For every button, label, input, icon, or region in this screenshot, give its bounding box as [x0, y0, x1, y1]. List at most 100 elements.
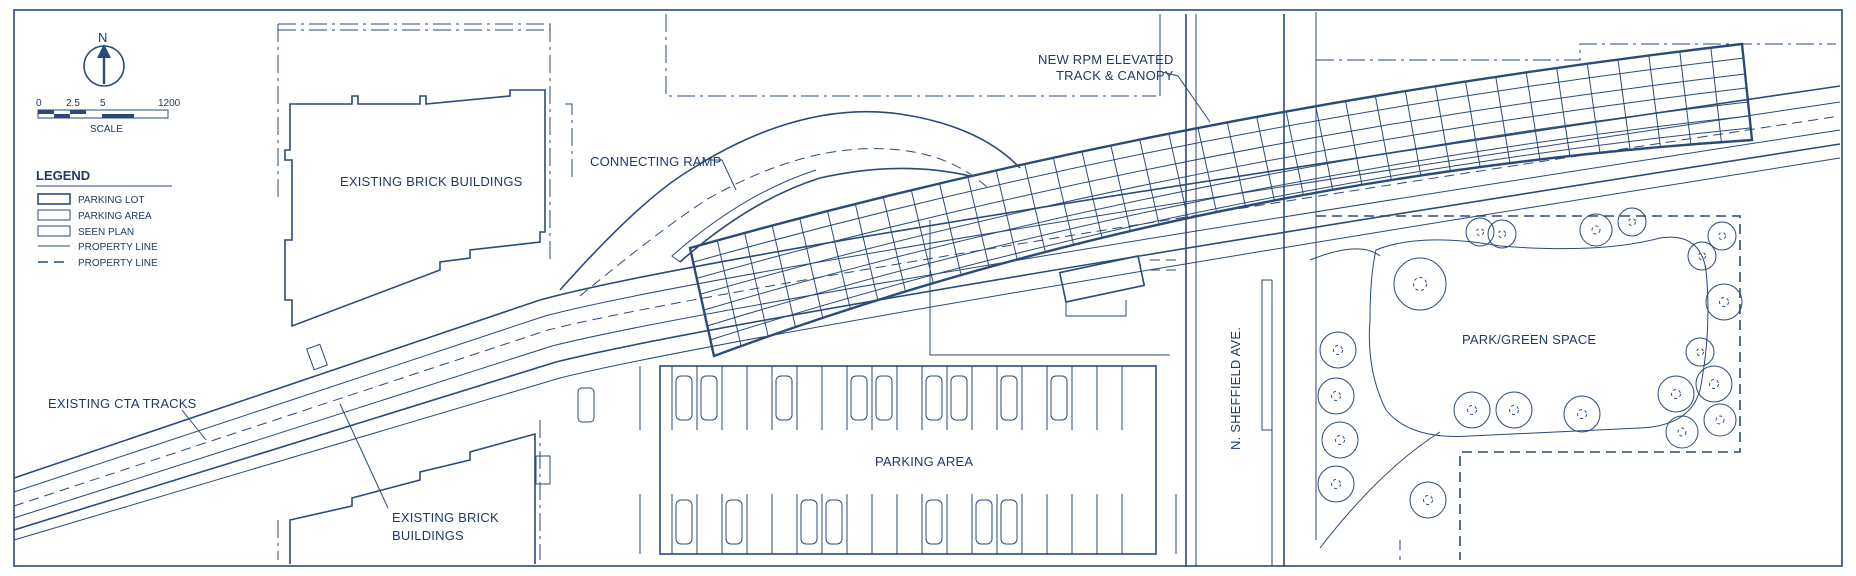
legend-item-label: PROPERTY LINE	[78, 242, 158, 253]
canopy-rib	[1525, 72, 1541, 160]
tree	[1579, 213, 1613, 247]
tree	[1685, 337, 1715, 367]
tree-canopy	[1677, 427, 1687, 437]
label-existing-cta-tracks: EXISTING CTA TRACKS	[48, 396, 197, 411]
tree-canopy	[1335, 435, 1345, 445]
station-structure	[1058, 255, 1146, 303]
canopy-rib	[995, 170, 1018, 260]
canopy-rib	[882, 196, 906, 292]
tree	[1687, 241, 1717, 271]
canopy-rib	[1256, 116, 1275, 201]
canopy-rib	[1648, 55, 1661, 148]
canopy-rib	[1315, 106, 1334, 190]
drawing-border	[13, 9, 1843, 567]
north-arrow: N	[83, 30, 125, 87]
park-trees	[1317, 207, 1743, 519]
parking-stalls	[671, 366, 1123, 554]
tree	[1465, 217, 1495, 247]
tree	[1487, 219, 1517, 249]
tree	[1617, 207, 1647, 237]
tree-canopy	[1709, 379, 1719, 389]
north-letter: N	[98, 30, 108, 45]
scale-caption: SCALE	[90, 124, 123, 135]
canopy-rib	[1139, 139, 1160, 225]
tree-canopy	[1423, 495, 1433, 505]
canopy-ribs	[716, 47, 1722, 347]
legend-item-label: PARKING LOT	[78, 195, 145, 206]
canopy-rib	[1617, 59, 1631, 150]
car	[675, 499, 693, 545]
legend-item-label: PROPERTY LINE	[78, 258, 158, 269]
new-rpm-elevated-canopy: NEW RPM ELEVATED TRACK & CANOPY	[688, 42, 1754, 358]
canopy-rib	[771, 225, 796, 328]
tree-canopy	[1628, 218, 1636, 226]
existing-brick-buildings-bottom: EXISTING BRICK BUILDINGS	[289, 403, 551, 564]
tree-canopy	[1718, 232, 1726, 240]
canopy-rib	[1679, 51, 1692, 145]
canopy-rib	[1586, 63, 1601, 153]
tree-canopy	[1698, 252, 1706, 260]
scale-tick-3: 1200	[158, 98, 181, 109]
label-park: PARK/GREEN SPACE	[1462, 332, 1596, 347]
tree-canopy	[1715, 415, 1725, 425]
scale-tick-1: 2.5	[66, 98, 80, 109]
tree	[1317, 377, 1355, 415]
tree-canopy	[1719, 297, 1729, 307]
tree	[1665, 415, 1699, 449]
canopy-rib	[1197, 127, 1217, 213]
canopy-rib	[1465, 81, 1481, 168]
tree	[1695, 365, 1733, 403]
tree	[1703, 403, 1737, 437]
sheffield-avenue: N. SHEFFIELD AVE.	[1185, 14, 1285, 566]
canopy-rib	[854, 203, 879, 301]
tree	[1409, 481, 1447, 519]
label-existing-brick-line2: BUILDINGS	[392, 528, 464, 543]
canopy-rib	[1710, 47, 1722, 143]
tree	[1657, 375, 1695, 413]
canopy-rib	[1404, 90, 1422, 176]
canopy-rib	[1081, 151, 1103, 238]
car	[700, 375, 718, 421]
parking-area: PARKING AREA	[577, 365, 1177, 555]
car	[850, 375, 868, 421]
canopy-rib	[1345, 100, 1363, 185]
canopy-rib	[1052, 157, 1075, 245]
legend-item-label: PARKING AREA	[78, 211, 152, 222]
tree-canopy	[1498, 230, 1506, 238]
car	[925, 499, 943, 545]
label-existing-brick-buildings-top: EXISTING BRICK BUILDINGS	[340, 174, 523, 189]
car	[1000, 375, 1018, 421]
scale-tick-0: 0	[36, 98, 42, 109]
car	[875, 375, 893, 421]
label-parking-area: PARKING AREA	[875, 454, 973, 469]
existing-brick-buildings-top: EXISTING BRICK BUILDINGS	[284, 89, 546, 328]
legend-item-label: SEEN PLAN	[78, 227, 134, 238]
tree	[1563, 395, 1601, 433]
tree-canopy	[1696, 348, 1704, 356]
scale-bar: 0 2.5 5 1200 SCALE	[36, 98, 181, 135]
scale-tick-2: 5	[100, 98, 106, 109]
canopy-rib	[1495, 76, 1511, 164]
label-connecting-ramp: CONNECTING RAMP	[590, 154, 722, 169]
canopy-rib	[1226, 122, 1246, 207]
tree-canopy	[1509, 405, 1519, 415]
canopy-rib	[1374, 95, 1392, 181]
tree-canopy	[1467, 405, 1477, 415]
canopy-rib	[744, 232, 769, 337]
canopy-rib	[799, 218, 824, 318]
label-new-rpm-line1: NEW RPM ELEVATED	[1038, 52, 1174, 67]
canopy-rib	[1285, 111, 1304, 196]
tree	[1321, 421, 1359, 459]
canopy-rib	[1168, 133, 1189, 219]
tree-canopy	[1413, 277, 1427, 291]
car	[675, 375, 693, 421]
tree	[1453, 391, 1491, 429]
legend: LEGEND PARKING LOT PARKING AREA SEEN PLA…	[36, 168, 172, 269]
canopy-rib	[1556, 67, 1571, 157]
canopy-rib	[716, 240, 742, 347]
canopy-rib	[910, 190, 934, 284]
canopy-rib	[967, 176, 990, 268]
park-green-space: PARK/GREEN SPACE	[1309, 207, 1743, 549]
tree	[1707, 221, 1737, 251]
